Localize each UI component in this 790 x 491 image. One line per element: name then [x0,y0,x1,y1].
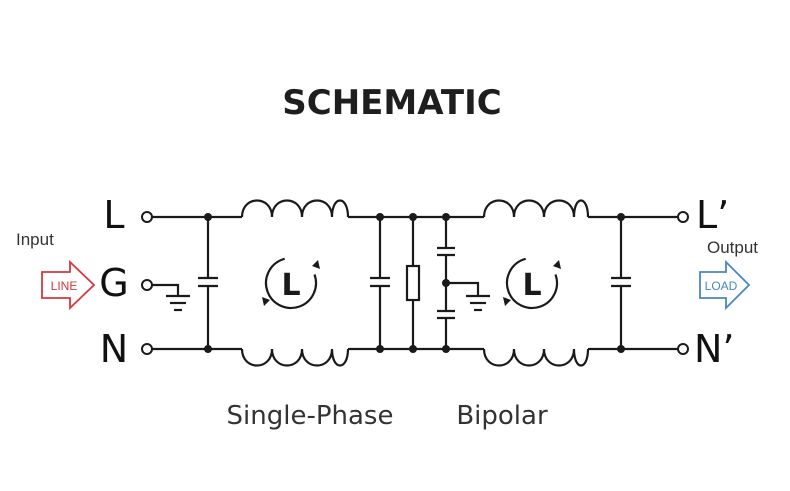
input-label: Input [16,230,54,249]
terminal-l-prime-circle [677,211,689,223]
capacitor-y-pair-icon [437,217,480,349]
ground-bipolar-icon [466,294,490,312]
line-arrow-label: LINE [51,279,78,293]
line-arrow-icon: LINE [41,259,96,311]
inductor-core-stage2-icon: L [503,256,561,310]
terminal-g-circle [141,279,153,291]
load-arrow-icon: LOAD [699,259,751,311]
choke-stage2-bottom-icon [482,348,590,367]
terminal-label-g: G [99,261,128,305]
inductor-label-stage1: L [281,268,300,303]
terminal-label-l: L [103,193,124,237]
output-label: Output [707,238,758,257]
junction-dots [204,213,625,353]
inductor-core-stage1-icon: L [262,256,320,310]
capacitor-x2-icon [370,217,390,349]
caption-single-phase: Single-Phase [227,401,394,431]
choke-stage1-top-icon [240,199,350,218]
capacitor-x3-icon [611,217,631,349]
terminal-l-circle [141,211,153,223]
choke-stage1-bottom-icon [240,348,350,367]
caption-bipolar: Bipolar [456,401,548,431]
resistor-icon [405,217,421,349]
ground-input-icon [166,294,190,312]
terminal-label-l-prime: L’ [696,193,729,237]
choke-stage2-top-icon [482,199,590,218]
terminal-n-circle [141,343,153,355]
terminal-label-n: N [100,327,128,371]
terminal-label-n-prime: N’ [694,327,735,371]
inductor-label-stage2: L [522,268,541,303]
terminal-n-prime-circle [677,343,689,355]
capacitor-x1-icon [198,217,218,349]
page-title: SCHEMATIC [282,83,501,123]
load-arrow-label: LOAD [705,279,738,293]
